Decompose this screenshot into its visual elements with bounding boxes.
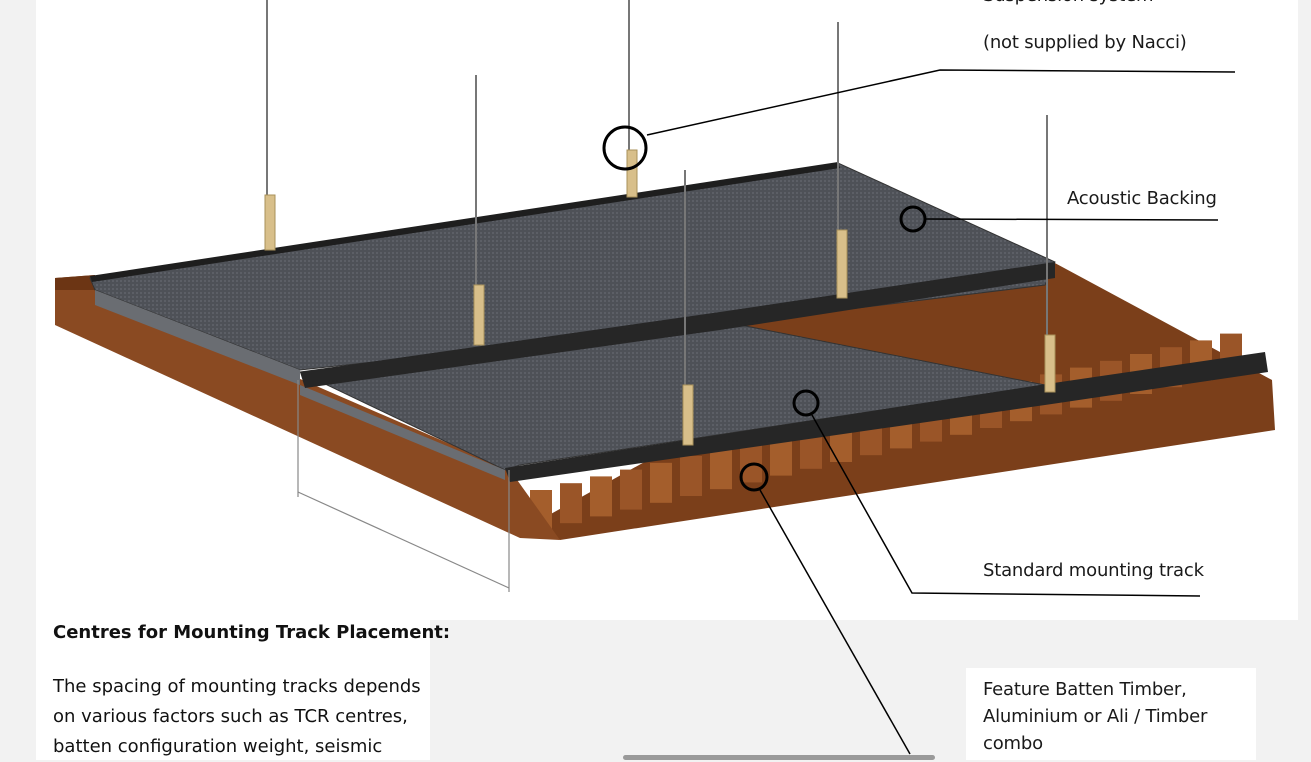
batten-rib [740,442,762,483]
paragraph-line: on various factors such as TCR centres, [53,706,408,727]
mounting-track-label: Standard mounting track [983,560,1204,581]
hanger-brackets [264,149,1056,446]
batten-rib [770,435,792,476]
batten-rib [590,476,612,517]
suspension-note-label: (not supplied by Nacci) [983,32,1187,53]
feature-batten-line-2: Aluminium or Ali / Timber [983,706,1208,727]
batten-rib [620,469,642,510]
leader-lines [646,69,1236,755]
callout-markers [602,125,927,492]
batten-rib [650,462,672,503]
acoustic-backing-label: Acoustic Backing [1067,188,1217,209]
text-panel-left [36,620,430,760]
section-paragraph: The spacing of mounting tracks depends o… [53,672,421,762]
timber-edge [55,275,560,540]
dimension-line [297,380,510,592]
batten-rib [680,456,702,496]
paragraph-line: The spacing of mounting tracks depends [53,676,421,697]
batten-rib [710,449,732,490]
feature-batten-line-3: combo [983,733,1043,754]
batten-rib [560,483,582,524]
feature-batten-line-1: Feature Batten Timber, [983,679,1187,700]
horizontal-scrollbar[interactable] [623,755,935,760]
text-panel-right [966,668,1256,760]
paragraph-line: batten configuration weight, seismic [53,736,383,757]
suspension-system-label: Suspension system [983,0,1154,9]
section-heading: Centres for Mounting Track Placement: [53,622,451,643]
mounting-tracks [90,162,1268,482]
